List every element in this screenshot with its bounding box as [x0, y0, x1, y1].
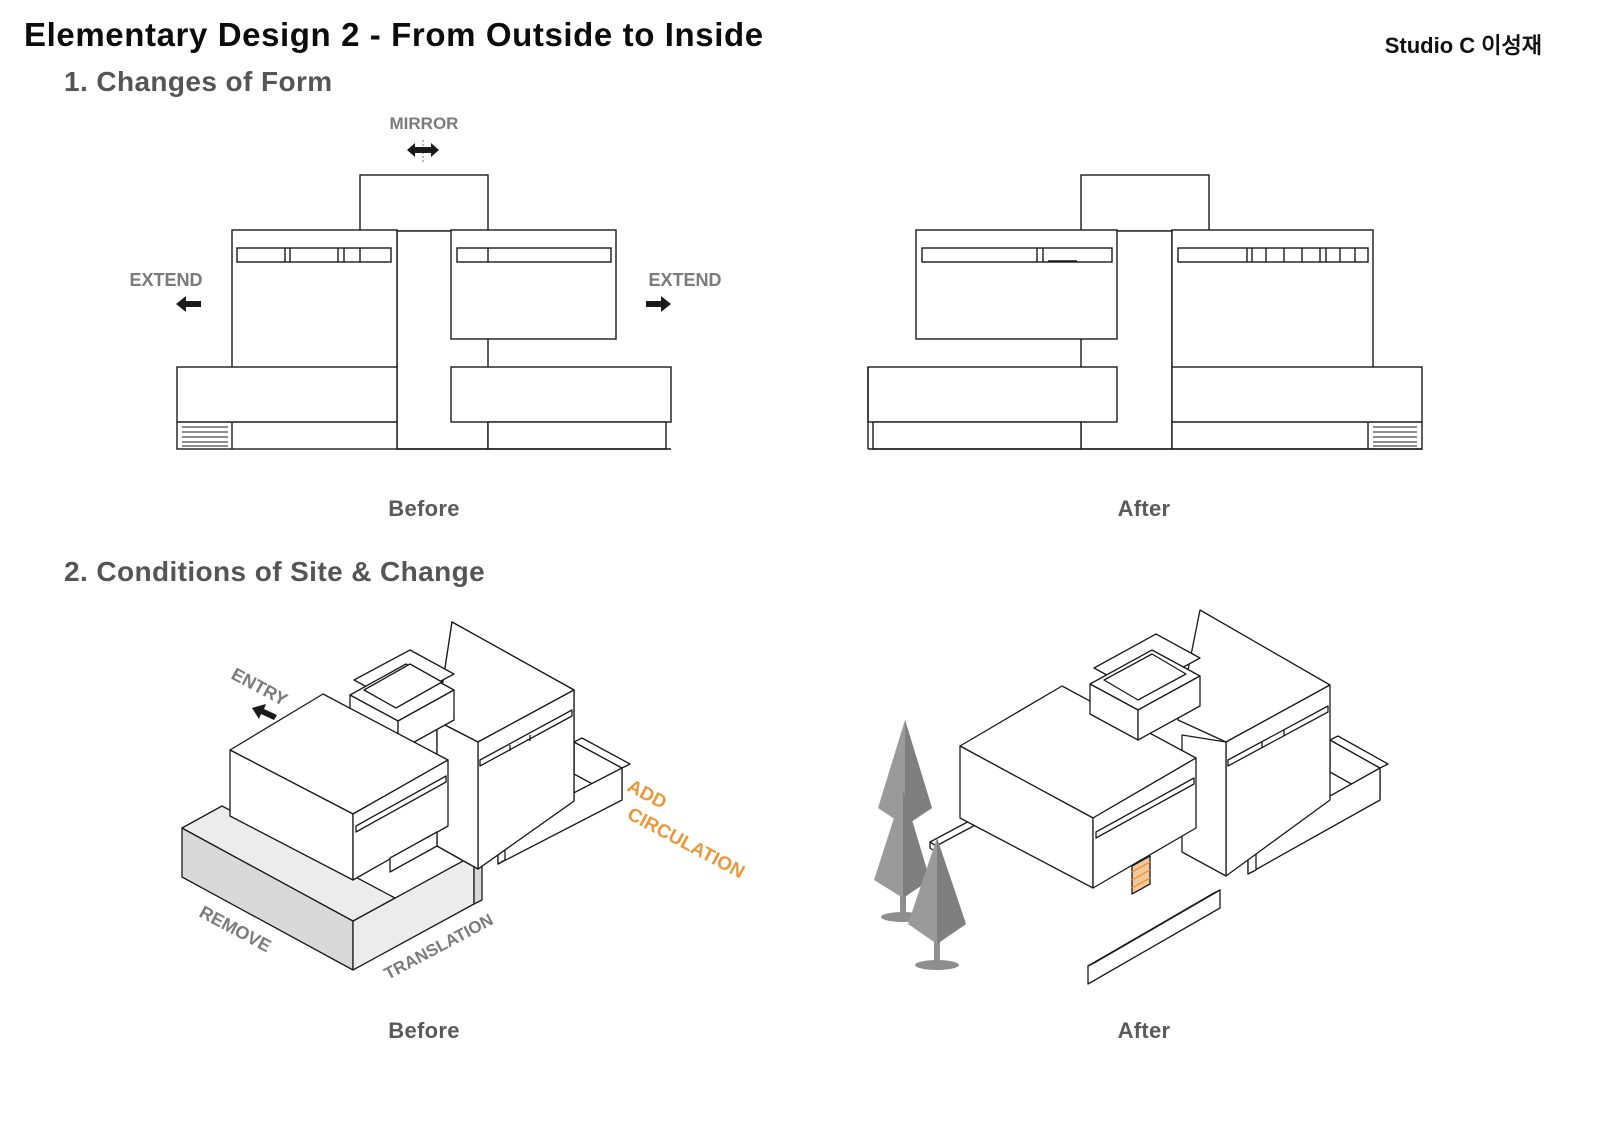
caption-site-after: After — [1117, 1018, 1171, 1043]
label-extend-right: EXTEND — [648, 270, 721, 290]
page-title: Elementary Design 2 - From Outside to In… — [24, 16, 764, 53]
elevation-after-tower — [1080, 174, 1210, 232]
elevation-before — [176, 174, 672, 450]
mirror-arrow-icon — [407, 140, 439, 162]
label-mirror: MIRROR — [390, 114, 459, 133]
label-extend-left: EXTEND — [129, 270, 202, 290]
label-circulation: CIRCULATION — [624, 804, 748, 883]
axon-before — [181, 621, 631, 971]
elevation-before-tower — [359, 174, 489, 232]
elevation-after-left-upper — [915, 229, 1118, 340]
elevation-before-right-base — [450, 366, 672, 423]
elevation-before-right-upper — [450, 229, 617, 340]
entry-arrow-icon — [252, 704, 277, 720]
elevation-after-left-base — [867, 366, 1118, 423]
axon-after — [929, 609, 1389, 985]
caption-form-before: Before — [388, 496, 460, 521]
caption-site-before: Before — [388, 1018, 460, 1043]
studio-author: Studio C 이성재 — [1384, 33, 1542, 58]
arrow-left-icon — [176, 296, 201, 312]
caption-form-after: After — [1117, 496, 1171, 521]
elevation-after-right-base — [1171, 366, 1423, 450]
label-entry: ENTRY — [228, 664, 291, 710]
elevation-before-left-base — [176, 366, 398, 450]
arrow-right-icon — [646, 296, 671, 312]
tree-icon-group — [874, 720, 966, 970]
section-heading-form: 1. Changes of Form — [64, 66, 333, 97]
elevation-after — [867, 174, 1423, 450]
tree-icon-3 — [908, 838, 966, 970]
section-heading-site: 2. Conditions of Site & Change — [64, 556, 486, 587]
tree-icon-2 — [874, 790, 930, 898]
